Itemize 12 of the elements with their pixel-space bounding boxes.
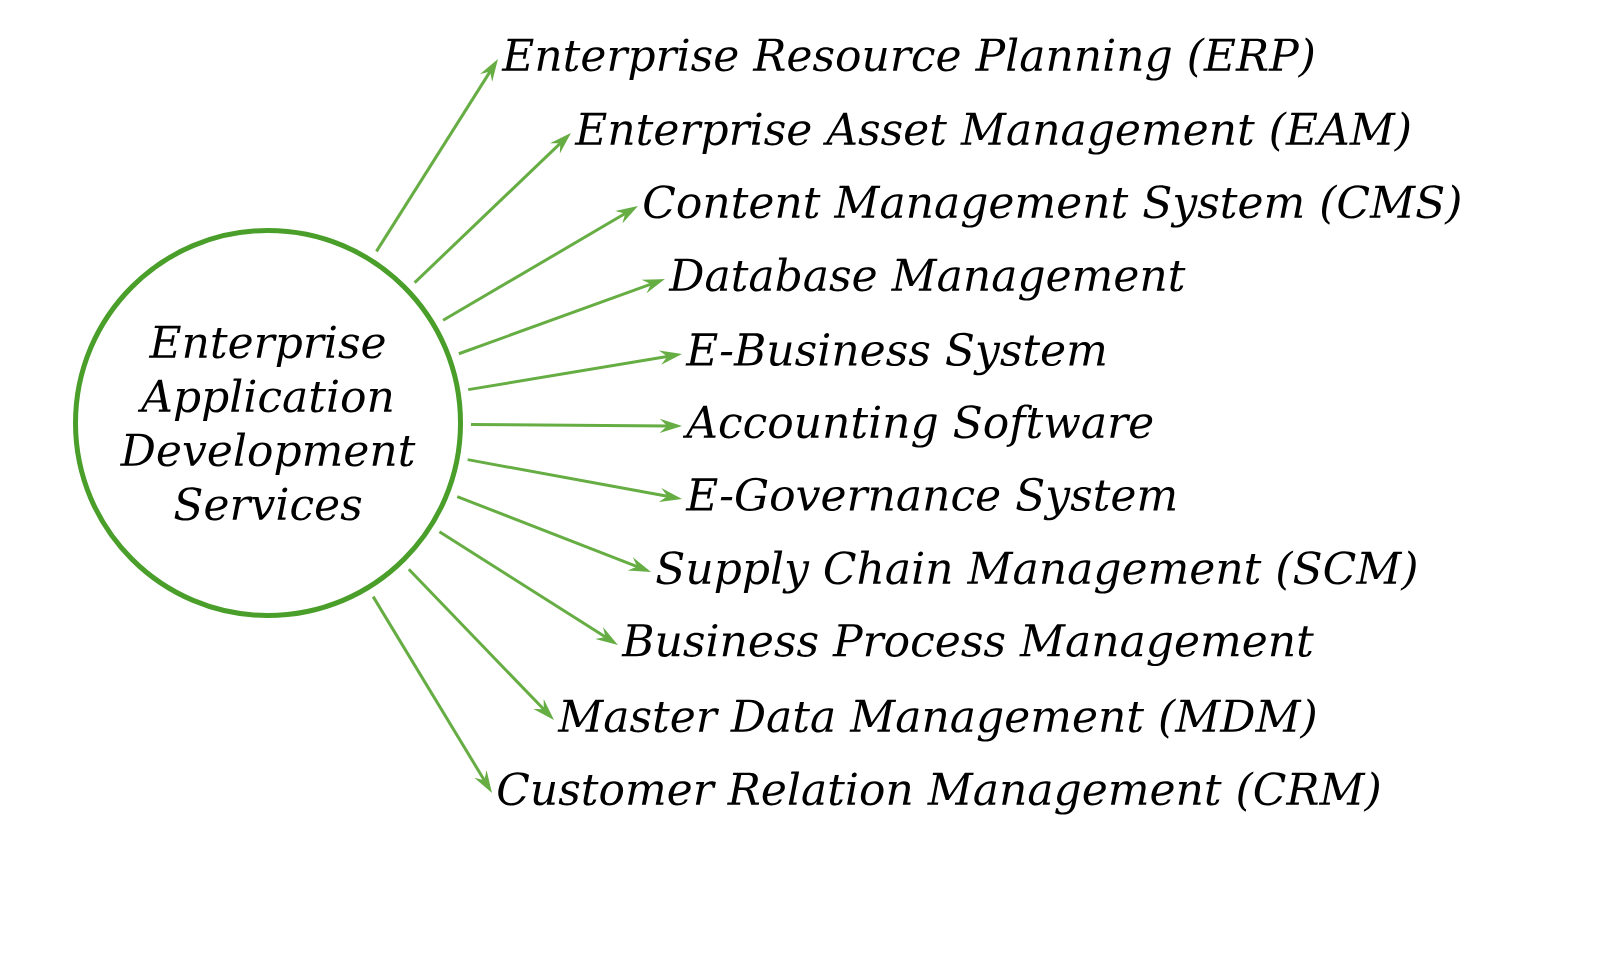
item-label: Master Data Management (MDM)	[557, 698, 1315, 742]
item-label: Business Process Management	[621, 623, 1314, 667]
item-label: Accounting Software	[682, 404, 1153, 448]
item-label: Customer Relation Management (CRM)	[498, 771, 1379, 815]
item-label: Enterprise Resource Planning (ERP)	[501, 37, 1314, 81]
circle-node: Enterprise Application Development Services	[73, 228, 463, 618]
item-label: E-Business System	[685, 332, 1105, 376]
item-label: Database Management	[668, 257, 1186, 301]
item-label: Supply Chain Management (SCM)	[656, 550, 1416, 594]
item-label: Content Management System (CMS)	[644, 184, 1460, 228]
item-label: Enterprise Asset Management (EAM)	[574, 111, 1410, 155]
item-label: E-Governance System	[685, 477, 1176, 521]
